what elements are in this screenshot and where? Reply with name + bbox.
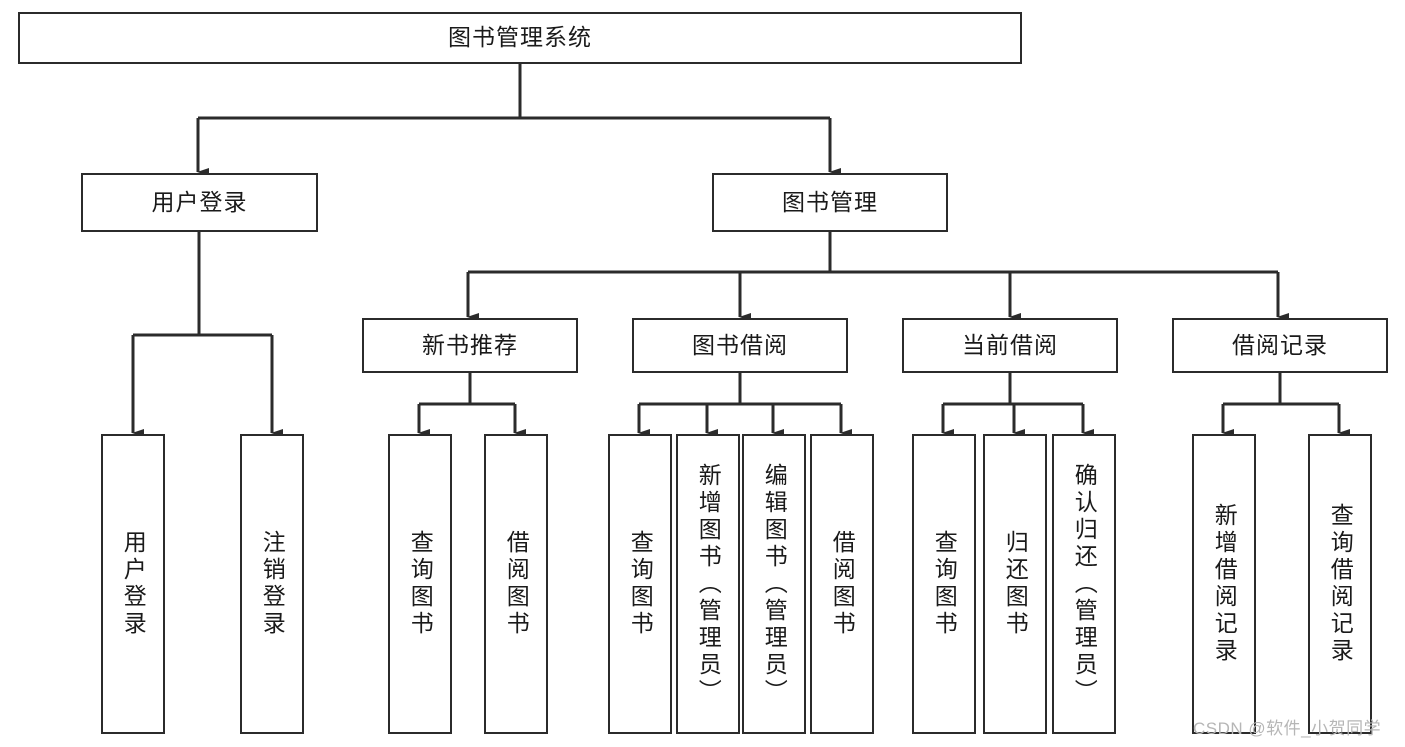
node-label: 借阅记录 (1232, 331, 1328, 358)
node-level2-0[interactable]: 用户登录 (81, 173, 318, 232)
node-leaf-2[interactable]: 查询图书 (388, 434, 452, 734)
node-leaf-0[interactable]: 用户登录 (101, 434, 165, 734)
node-label: 查询图书 (931, 530, 958, 638)
node-label: 查询图书 (407, 530, 434, 638)
node-label: 注销登录 (259, 530, 286, 638)
node-label: 借阅图书 (829, 530, 856, 638)
node-label: 新增借阅记录 (1211, 503, 1238, 665)
node-label: 确认归还（管理员） (1071, 462, 1098, 706)
node-label: 图书借阅 (692, 331, 788, 358)
node-label: 编辑图书（管理员） (761, 462, 788, 706)
node-leaf-11[interactable]: 新增借阅记录 (1192, 434, 1256, 734)
node-label: 用户登录 (151, 188, 248, 215)
node-label: 当前借阅 (962, 331, 1058, 358)
node-level2-1[interactable]: 图书管理 (712, 173, 948, 232)
node-label: 新书推荐 (422, 331, 518, 358)
node-label: 归还图书 (1002, 530, 1029, 638)
node-leaf-4[interactable]: 查询图书 (608, 434, 672, 734)
node-leaf-1[interactable]: 注销登录 (240, 434, 304, 734)
node-label: 查询借阅记录 (1327, 503, 1354, 665)
node-leaf-3[interactable]: 借阅图书 (484, 434, 548, 734)
node-level3-3[interactable]: 借阅记录 (1172, 318, 1388, 373)
node-leaf-5[interactable]: 新增图书（管理员） (676, 434, 740, 734)
node-leaf-12[interactable]: 查询借阅记录 (1308, 434, 1372, 734)
node-leaf-9[interactable]: 归还图书 (983, 434, 1047, 734)
node-label: 图书管理系统 (448, 24, 592, 51)
node-root-system[interactable]: 图书管理系统 (18, 12, 1022, 64)
node-leaf-8[interactable]: 查询图书 (912, 434, 976, 734)
node-level3-1[interactable]: 图书借阅 (632, 318, 848, 373)
node-label: 借阅图书 (503, 530, 530, 638)
node-level3-2[interactable]: 当前借阅 (902, 318, 1118, 373)
node-level3-0[interactable]: 新书推荐 (362, 318, 578, 373)
watermark-text: CSDN @软件_小贺同学 (1193, 719, 1382, 738)
node-leaf-10[interactable]: 确认归还（管理员） (1052, 434, 1116, 734)
node-label: 查询图书 (627, 530, 654, 638)
node-label: 图书管理 (782, 188, 878, 215)
node-label: 用户登录 (120, 530, 147, 638)
node-leaf-7[interactable]: 借阅图书 (810, 434, 874, 734)
node-label: 新增图书（管理员） (695, 462, 722, 706)
node-leaf-6[interactable]: 编辑图书（管理员） (742, 434, 806, 734)
